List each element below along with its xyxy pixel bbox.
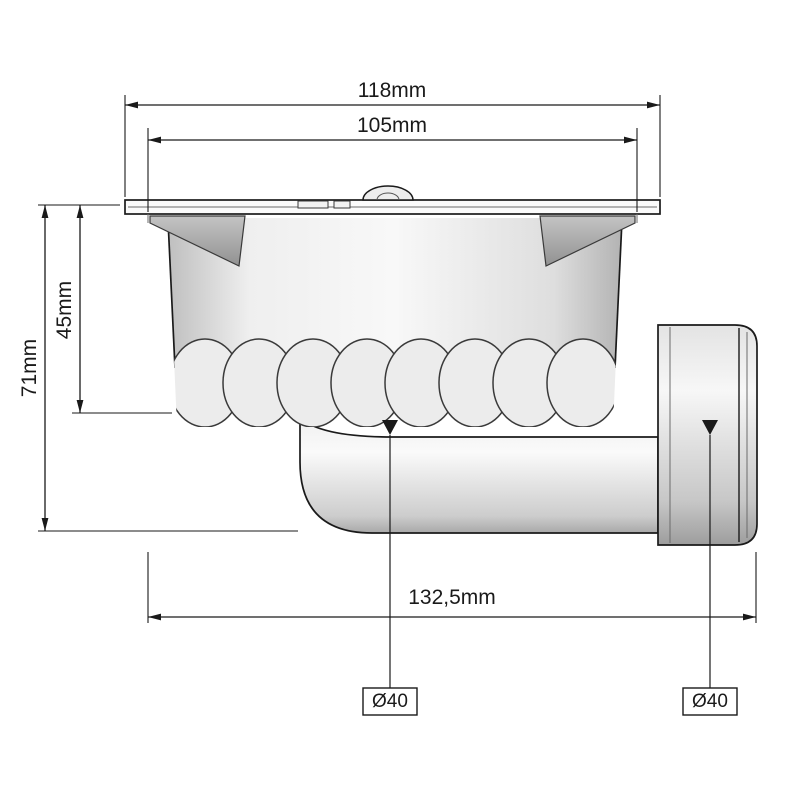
dimension-label-height-body: 45mm	[53, 281, 76, 339]
clamp-wedge-right	[539, 215, 636, 267]
body-left-edge	[167, 219, 176, 369]
dim-height-total: 71mm	[18, 205, 298, 532]
dim-diameter-right: Ø40	[682, 420, 738, 716]
diameter-label-inlet: Ø40	[372, 691, 408, 712]
knob-dome-inner	[376, 192, 400, 201]
dim-width-inner: 105mm	[147, 114, 638, 212]
dim-height-body: 45mm	[53, 205, 172, 414]
dimensions: 118mm 105mm 71mm 45mm 132,5mm	[18, 79, 757, 716]
grate-slot	[333, 200, 351, 209]
dimension-label-width-outer: 118mm	[358, 79, 426, 102]
body-right-edge	[614, 219, 623, 369]
clamp-wedge-left	[149, 215, 246, 267]
knob	[362, 185, 414, 201]
dim-width-outer: 118mm	[124, 79, 661, 197]
dimension-label-height-total: 71mm	[18, 339, 41, 397]
diameter-label-box	[682, 687, 738, 716]
outlet-socket	[657, 324, 758, 546]
grate-slot	[297, 200, 329, 209]
diameter-label-box	[362, 687, 418, 716]
drain-product-view	[124, 185, 758, 546]
dim-length-total: 132,5mm	[147, 552, 757, 623]
skirt-scallops	[168, 338, 620, 427]
diameter-label-outlet: Ø40	[692, 691, 728, 712]
socket-outline	[657, 324, 758, 546]
flange-plate	[124, 199, 661, 223]
dim-diameter-left: Ø40	[362, 420, 418, 716]
body-fill	[168, 218, 622, 364]
diameter-marker-icon	[702, 420, 718, 435]
drain-body	[167, 218, 623, 369]
diameter-marker-icon	[382, 420, 398, 435]
dimension-label-length-total: 132,5mm	[408, 586, 496, 609]
scallop	[546, 338, 620, 427]
dimension-label-width-inner: 105mm	[357, 114, 427, 137]
outlet-elbow-pipe	[299, 416, 659, 534]
